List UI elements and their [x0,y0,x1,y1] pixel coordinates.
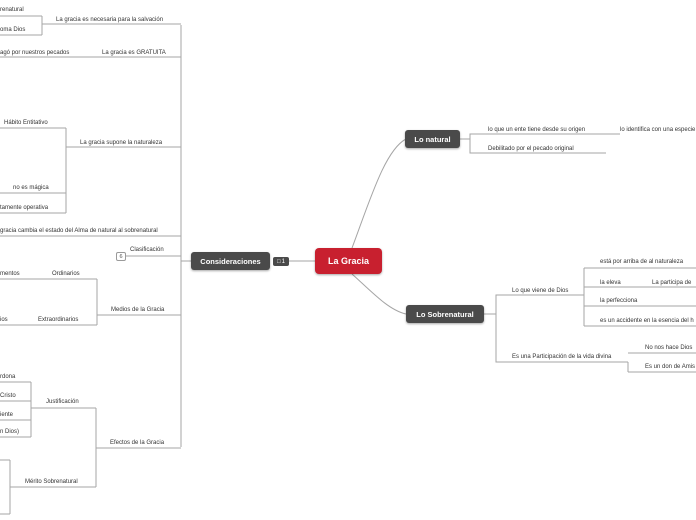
lo-sobrenatural-label: Lo Sobrenatural [416,309,474,319]
connector-root-natural [351,138,407,249]
topic-operativa[interactable]: tamente operativa [0,205,49,211]
topic-merito[interactable]: Mérito Sobrenatural [25,479,78,485]
topic-viene-dios[interactable]: Lo que viene de Dios [512,288,569,294]
topic-no-dios[interactable]: No nos hace Dios [645,345,693,351]
lo-natural-node[interactable]: Lo natural [405,130,460,148]
topic-ios[interactable]: ios [0,317,8,323]
topic-cristo[interactable]: Cristo [0,393,16,399]
connector-natural-origen [459,133,620,140]
topic-efectos[interactable]: Efectos de la Gracia [110,440,165,446]
topic-habito[interactable]: Hábito Entitativo [4,120,48,126]
connector-viene-dios [484,294,584,315]
root-label: La Gracia [327,256,370,266]
collapsed-count: 6 [119,253,123,260]
connector-root-sobrenatural [351,273,407,315]
topic-justificacion[interactable]: Justificación [46,399,79,405]
root-node[interactable]: La Gracia [315,248,382,274]
topic-cambia[interactable]: gracia cambia el estado del Alma de natu… [0,228,158,234]
topic-accidente[interactable]: es un accidente en la esencia del h [600,318,694,324]
topic-no-magica[interactable]: no es mágica [13,185,49,191]
topic-extraordinarios[interactable]: Extraordinarios [38,317,79,323]
consideraciones-node[interactable]: Consideraciones [191,252,270,270]
topic-arriba[interactable]: está por arriba de al naturaleza [600,259,684,265]
topic-origen[interactable]: lo que un ente tiene desde su origen [488,127,586,133]
topic-rdona[interactable]: rdona [0,374,16,380]
topic-iente[interactable]: iente [0,412,14,418]
topic-especie[interactable]: lo identifica con una especie [620,127,696,133]
topic-eleva[interactable]: la eleva [600,280,621,286]
comment-count: 1 [281,258,285,265]
lo-natural-label: Lo natural [414,134,451,144]
topic-clasificacion[interactable]: Clasificación [130,247,164,253]
topic-necesaria[interactable]: La gracia es necesaria para la salvación [56,17,164,23]
topic-perfecciona[interactable]: la perfecciona [600,298,638,304]
topic-amistad[interactable]: Es un don de Amis [645,364,696,370]
topic-pago[interactable]: agó por nuestros pecados [0,50,70,56]
topic-gratuita[interactable]: La gracia es GRATUITA [102,50,166,56]
connector-natural-debilitado [469,139,606,154]
comment-icon: □ [277,258,281,265]
comment-badge[interactable]: □ 1 [273,257,289,266]
collapsed-count-badge[interactable]: 6 [116,252,126,261]
topic-supone[interactable]: La gracia supone la naturaleza [80,140,163,146]
topic-renatural[interactable]: renatural [0,7,24,13]
topic-participacion[interactable]: Es una Participación de la vida divina [512,354,612,360]
topic-ordinarios[interactable]: Ordinarios [52,271,80,277]
topic-medios[interactable]: Medios de la Gracia [111,307,165,313]
topic-debilitado[interactable]: Debilitado por el pecado original [488,146,574,152]
topic-participa[interactable]: La participa de [652,280,692,286]
topic-toma-dios[interactable]: oma Dios [0,27,26,33]
topic-mentos[interactable]: mentos [0,271,20,277]
consideraciones-label: Consideraciones [200,256,261,266]
topic-dios-paren[interactable]: n Dios) [0,429,20,435]
lo-sobrenatural-node[interactable]: Lo Sobrenatural [406,305,484,323]
connector-participacion [495,314,628,363]
